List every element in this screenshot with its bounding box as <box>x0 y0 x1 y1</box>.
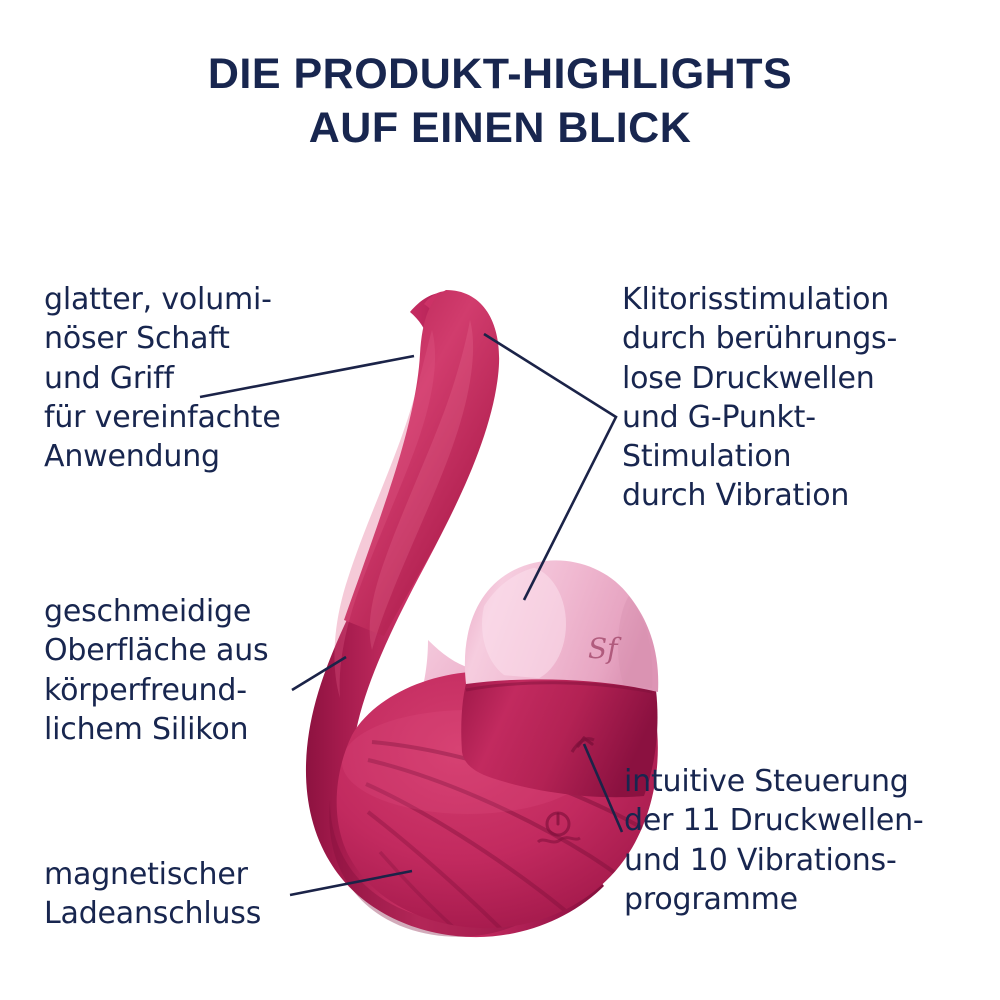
product-controls <box>536 736 595 844</box>
page-title: DIE PRODUKT-HIGHLIGHTS AUF EINEN BLICK <box>0 48 1000 156</box>
callout-clitoris: Klitorisstimulation durch berührungs- lo… <box>622 282 898 514</box>
brand-logo: Sf <box>588 632 622 665</box>
callout-controls: intuitive Steuerung der 11 Druckwellen- … <box>624 764 924 917</box>
chevron-up-icon[interactable] <box>570 736 595 753</box>
callout-surface: geschmeidige Oberfläche aus körperfreund… <box>44 594 269 747</box>
callout-charging: magnetischer Ladeanschluss <box>44 857 262 932</box>
page-title-line-1: DIE PRODUKT-HIGHLIGHTS <box>207 50 793 98</box>
power-wave-icon[interactable] <box>536 811 581 844</box>
product-shaft <box>305 290 604 938</box>
page-title-line-2: AUF EINEN BLICK <box>308 103 692 152</box>
callout-shaft: glatter, volumi- nöser Schaft und Griff … <box>44 282 281 475</box>
